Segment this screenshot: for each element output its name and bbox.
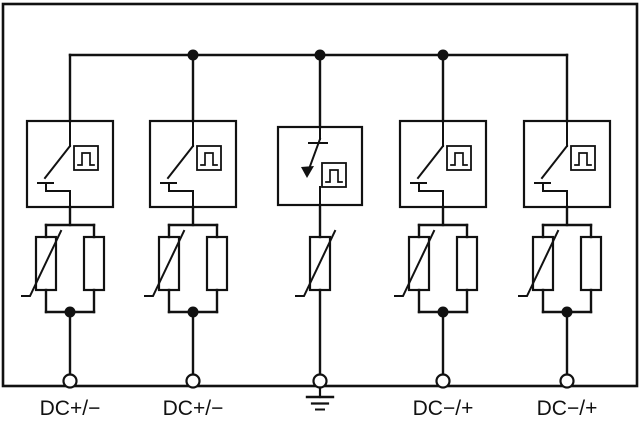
terminal-label-5: DC−/+: [537, 397, 598, 420]
arrow-head: [301, 166, 314, 178]
branch-earth: [276, 53, 364, 411]
branch-dc-2: [143, 53, 238, 389]
earth-ground-icon: [305, 386, 335, 411]
branch-dc-5: [517, 53, 612, 389]
branch-dc-4: [393, 53, 488, 389]
terminal-label-2: DC+/−: [163, 397, 224, 420]
terminal-circle: [312, 373, 328, 389]
terminal-label-1: DC+/−: [40, 397, 101, 420]
branch-dc-1: [20, 53, 115, 389]
terminal-label-4: DC−/+: [413, 397, 474, 420]
